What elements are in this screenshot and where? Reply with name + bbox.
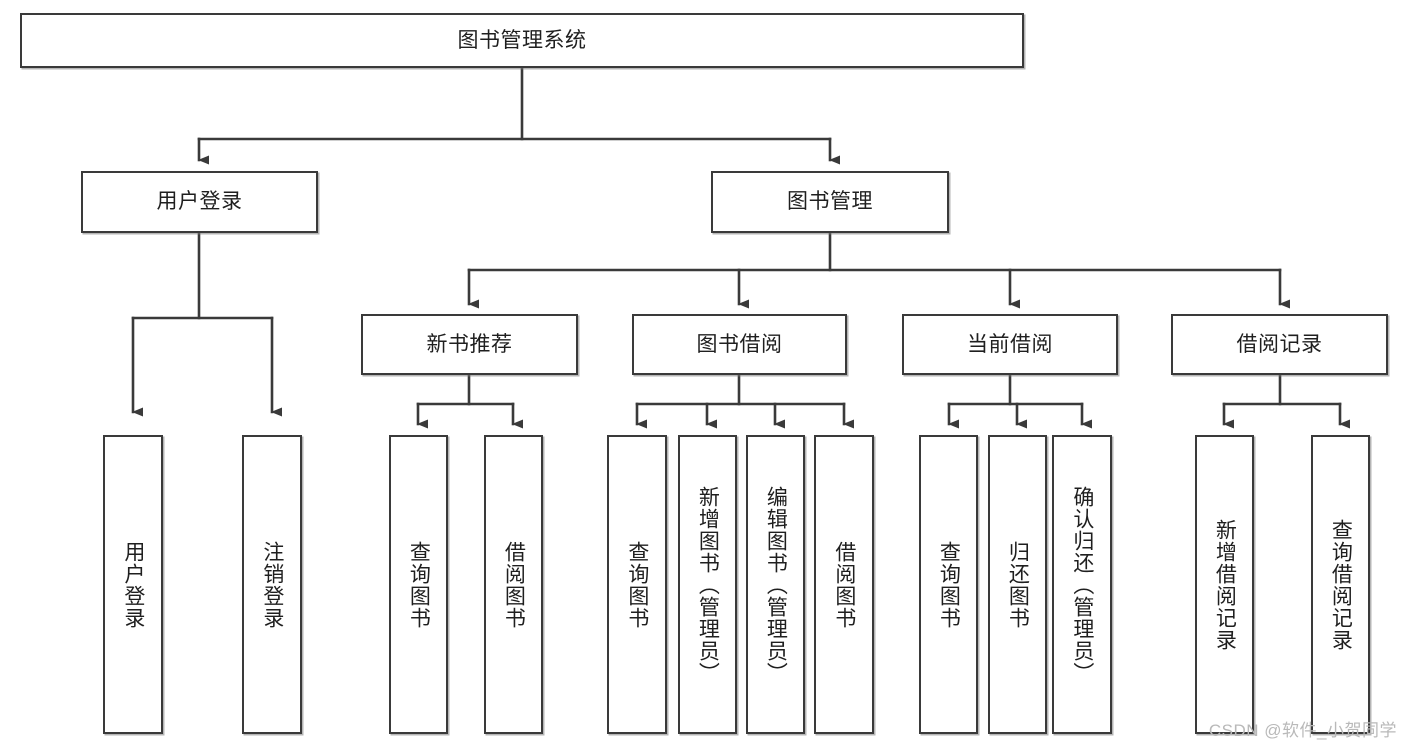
csdn-watermark: CSDN @软件_小贺同学 xyxy=(1208,721,1397,740)
leaf-book-borrow-borrow-book[interactable]: 借阅图书 xyxy=(814,435,874,734)
node-current-borrow[interactable]: 当前借阅 xyxy=(902,314,1118,375)
node-borrow-record[interactable]: 借阅记录 xyxy=(1171,314,1388,375)
leaf-borrow-record-query-record[interactable]: 查询借阅记录 xyxy=(1311,435,1370,734)
leaf-book-borrow-edit-book-admin[interactable]: 编辑图书（管理员） xyxy=(746,435,805,734)
node-label: 图书管理系统 xyxy=(457,28,587,52)
leaf-user-login-logout[interactable]: 注销登录 xyxy=(242,435,302,734)
node-root-book-management-system[interactable]: 图书管理系统 xyxy=(20,13,1024,68)
leaf-new-book-query-book[interactable]: 查询图书 xyxy=(389,435,448,734)
leaf-user-login-login[interactable]: 用户登录 xyxy=(103,435,163,734)
node-label: 查询图书 xyxy=(937,540,961,629)
node-new-book-recommend[interactable]: 新书推荐 xyxy=(361,314,578,375)
node-label: 新增借阅记录 xyxy=(1213,518,1237,651)
node-label: 查询图书 xyxy=(625,540,649,629)
node-label: 图书管理 xyxy=(787,190,873,214)
node-label: 新书推荐 xyxy=(426,332,513,356)
leaf-current-borrow-query-book[interactable]: 查询图书 xyxy=(919,435,978,734)
node-label: 注销登录 xyxy=(260,540,284,629)
node-label: 借阅图书 xyxy=(832,540,856,629)
node-book-management[interactable]: 图书管理 xyxy=(711,171,949,233)
node-label: 编辑图书（管理员） xyxy=(764,485,788,684)
node-user-login[interactable]: 用户登录 xyxy=(81,171,318,233)
node-label: 查询借阅记录 xyxy=(1329,518,1353,651)
leaf-current-borrow-confirm-return-admin[interactable]: 确认归还（管理员） xyxy=(1052,435,1112,734)
leaf-book-borrow-add-book-admin[interactable]: 新增图书（管理员） xyxy=(678,435,737,734)
node-label: 查询图书 xyxy=(407,540,431,629)
node-label: 新增图书（管理员） xyxy=(696,485,720,684)
node-label: 图书借阅 xyxy=(696,332,783,356)
leaf-new-book-borrow-book[interactable]: 借阅图书 xyxy=(484,435,543,734)
node-label: 归还图书 xyxy=(1006,540,1030,629)
node-label: 借阅记录 xyxy=(1236,332,1323,356)
node-label: 用户登录 xyxy=(121,540,145,629)
node-label: 当前借阅 xyxy=(967,332,1053,356)
leaf-book-borrow-query-book[interactable]: 查询图书 xyxy=(607,435,667,734)
node-label: 用户登录 xyxy=(156,190,243,214)
leaf-current-borrow-return-book[interactable]: 归还图书 xyxy=(988,435,1047,734)
leaf-borrow-record-add-record[interactable]: 新增借阅记录 xyxy=(1195,435,1254,734)
node-book-borrow[interactable]: 图书借阅 xyxy=(632,314,847,375)
node-label: 借阅图书 xyxy=(502,540,526,629)
node-label: 确认归还（管理员） xyxy=(1070,485,1094,684)
